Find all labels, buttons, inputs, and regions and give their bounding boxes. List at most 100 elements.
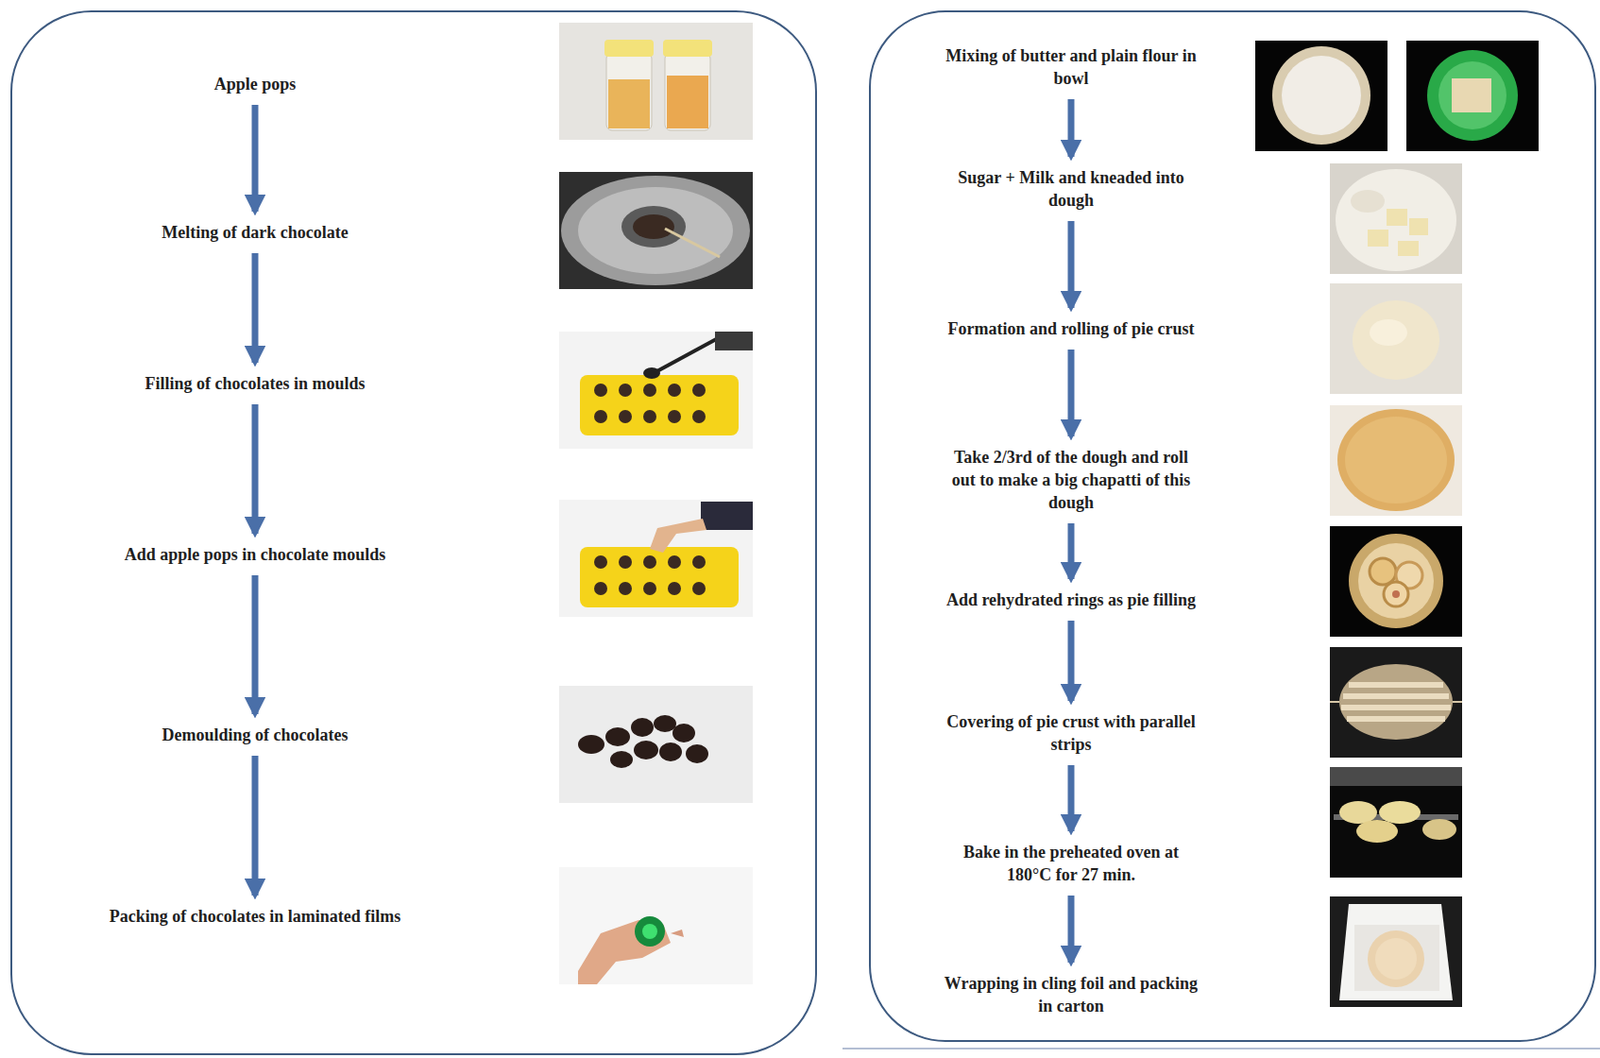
- photo-filling-mould-part-part: [618, 409, 632, 424]
- photo-demoulded-part: [578, 714, 709, 768]
- photo-oven-part: [1422, 818, 1457, 840]
- photo-melting-bowl-part: [561, 175, 750, 286]
- photo-carton-part: [1354, 924, 1440, 991]
- photo-adding-pops-part-part: [667, 555, 681, 569]
- photo-carton: [1329, 896, 1463, 1007]
- photo-oven-part: [1329, 766, 1463, 786]
- photo-carton-part: [1375, 937, 1417, 980]
- photo-dough-pieces: [1329, 163, 1463, 274]
- photo-jars-part: [606, 52, 652, 131]
- photo-adding-pops-part-part: [618, 555, 632, 569]
- photo-pie-filling: [1329, 526, 1463, 637]
- photo-pie-tin: [1255, 40, 1388, 152]
- flow-arrow: [1068, 523, 1075, 579]
- photo-dough-pieces-part-part: [1367, 229, 1389, 247]
- photo-filling-mould-part-part: [594, 409, 608, 424]
- photo-butter-bowl-part: [1406, 40, 1539, 152]
- photo-filling-mould-part: [559, 331, 753, 449]
- photo-lattice-part: [1339, 663, 1453, 740]
- step-label: Take 2/3rd of the dough and roll out to …: [942, 445, 1200, 514]
- photo-adding-pops-part: [594, 555, 706, 596]
- photo-filling-mould-part-part: [667, 409, 681, 424]
- photo-demoulded-part: [559, 685, 753, 803]
- photo-packing-part: [634, 916, 665, 947]
- photo-pie-tin-part: [1255, 40, 1388, 152]
- photo-dough-pieces-part-part: [1397, 240, 1419, 256]
- photo-demoulded: [559, 685, 753, 803]
- panel-frames-part: [842, 1047, 1600, 1050]
- photo-dough-pieces-part: [1329, 163, 1463, 274]
- photo-pie-filling-part: [1392, 590, 1400, 598]
- step-label: Formation and rolling of pie crust: [942, 317, 1200, 341]
- photo-lattice-part-part: [1452, 700, 1463, 703]
- process-step: Mixing of butter and plain flour in bowl: [938, 42, 1204, 92]
- photo-filling-mould-part-part: [643, 383, 657, 397]
- photo-lattice-part-part: [1348, 681, 1444, 688]
- photo-lattice-part: [1329, 646, 1463, 758]
- photo-pie-filling-part: [1369, 558, 1396, 585]
- photo-demoulded-part-part: [610, 750, 633, 768]
- photo-jars-part: [559, 22, 753, 140]
- photo-packing: [559, 867, 753, 985]
- photo-carton-part: [1339, 903, 1453, 1001]
- photo-adding-pops-part-part: [618, 581, 632, 596]
- process-step: Sugar + Milk and kneaded into dough: [938, 164, 1204, 214]
- photo-lattice-part: [1341, 684, 1451, 719]
- photo-butter-bowl: [1406, 40, 1539, 152]
- photo-adding-pops-part: [579, 546, 739, 608]
- photo-filling-mould-part-part: [618, 383, 632, 397]
- photo-lattice-part-part: [1329, 700, 1340, 703]
- photo-adding-pops-part-part: [594, 555, 608, 569]
- photo-filling-mould-part-part: [643, 409, 657, 424]
- flow-arrow: [252, 755, 259, 896]
- photo-adding-pops-part: [649, 518, 707, 553]
- step-label: Mixing of butter and plain flour in bowl: [942, 44, 1200, 90]
- photo-dough-ball: [1329, 283, 1463, 394]
- photo-lattice-part-part: [1341, 704, 1451, 711]
- flow-arrow: [1068, 765, 1075, 832]
- photo-dough-pieces-part: [1335, 169, 1457, 272]
- photo-adding-pops-part-part: [643, 555, 657, 569]
- photo-filling-mould-part-part: [594, 383, 608, 397]
- photo-demoulded-part-part: [630, 717, 654, 737]
- photo-filling-mould-part: [594, 383, 706, 424]
- photo-rolled-crust-part: [1329, 405, 1463, 516]
- photo-oven-part: [1356, 819, 1398, 843]
- process-step: Packing of chocolates in laminated films: [47, 902, 463, 930]
- photo-demoulded-part-part: [672, 723, 696, 743]
- panel-frames-part: [869, 11, 1596, 1041]
- process-step: Covering of pie crust with parallel stri…: [938, 708, 1204, 758]
- photo-filling-mould-part-part: [692, 383, 706, 397]
- photo-filling-mould-part: [714, 331, 753, 351]
- photo-lattice-part: [1329, 700, 1463, 703]
- photo-dough-ball-part: [1369, 319, 1408, 346]
- photo-melting-bowl: [559, 171, 753, 290]
- photo-demoulded-part-part: [605, 727, 630, 747]
- photo-pie-filling-part: [1358, 543, 1434, 619]
- photo-dough-pieces-part-part: [1409, 218, 1429, 236]
- photo-demoulded-part-part: [685, 744, 709, 764]
- process-step: Formation and rolling of pie crust: [938, 315, 1204, 342]
- flow-arrow: [252, 404, 259, 534]
- photo-adding-pops-part-part: [667, 581, 681, 596]
- photo-melting-bowl-part: [664, 228, 720, 257]
- flow-arrow: [1068, 895, 1075, 963]
- photo-dough-ball-part: [1329, 283, 1463, 394]
- photo-adding-pops-part: [559, 499, 753, 617]
- photo-packing-part: [578, 919, 671, 985]
- panel-frames: [11, 11, 1600, 1055]
- photo-pie-filling-part: [1348, 533, 1444, 629]
- process-step: Filling of chocolates in moulds: [47, 370, 463, 397]
- photo-filling-mould-part: [643, 367, 661, 379]
- photo-jars-part: [604, 39, 654, 57]
- photo-oven-part: [1378, 800, 1421, 824]
- flow-arrow: [1068, 620, 1075, 701]
- step-label: Covering of pie crust with parallel stri…: [942, 710, 1200, 756]
- process-step: Apple pops: [47, 70, 463, 98]
- flow-arrow: [252, 575, 259, 715]
- photo-melting-bowl-part: [621, 205, 686, 248]
- photo-butter-bowl-part: [1438, 61, 1507, 130]
- photo-lattice: [1329, 646, 1463, 758]
